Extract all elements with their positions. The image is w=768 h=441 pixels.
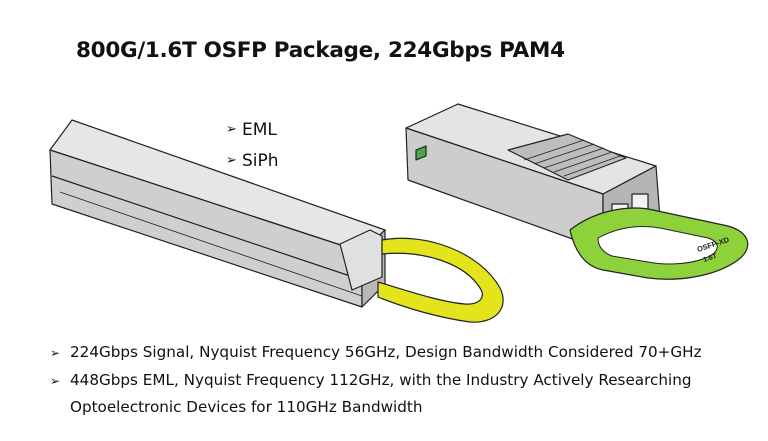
bullet-text: 224Gbps Signal, Nyquist Frequency 56GHz,… [70,343,702,361]
osfp-module-left-illustration [49,119,504,323]
module-label-line2: 1.6T [702,253,718,264]
bullet-text: Optoelectronic Devices for 110GHz Bandwi… [70,398,423,416]
tech-label: SiPh [242,150,279,171]
latch-block [339,229,383,291]
tech-label: EML [242,119,277,140]
heatsink-area [507,133,627,181]
pull-tab-yellow [377,237,504,323]
module-rail-line [59,191,363,297]
bullet-list: ➢ 224Gbps Signal, Nyquist Frequency 56GH… [50,339,702,421]
tech-item-siph: ➢ SiPh [226,145,279,176]
arrow-bullet-icon: ➢ [50,374,61,388]
heatsink-fins [523,139,621,177]
pull-tab-cutout [597,225,718,265]
osfp-xd-module-right-illustration: OSFP-XD 1.6T [405,103,749,280]
green-latch-icon [415,145,427,161]
arrow-bullet-icon: ➢ [50,346,61,360]
bullet-text: 448Gbps EML, Nyquist Frequency 112GHz, w… [70,371,692,389]
page-title: 800G/1.6T OSFP Package, 224Gbps PAM4 [76,38,565,63]
arrow-bullet-icon: ➢ [226,122,237,137]
arrow-bullet-icon: ➢ [226,153,237,168]
module-rail-line [51,175,363,281]
bullet-item: ➢ 448Gbps EML, Nyquist Frequency 112GHz,… [50,367,702,421]
tech-item-eml: ➢ EML [226,114,279,145]
bullet-item: ➢ 224Gbps Signal, Nyquist Frequency 56GH… [50,339,702,367]
technology-list: ➢ EML ➢ SiPh [226,114,279,176]
